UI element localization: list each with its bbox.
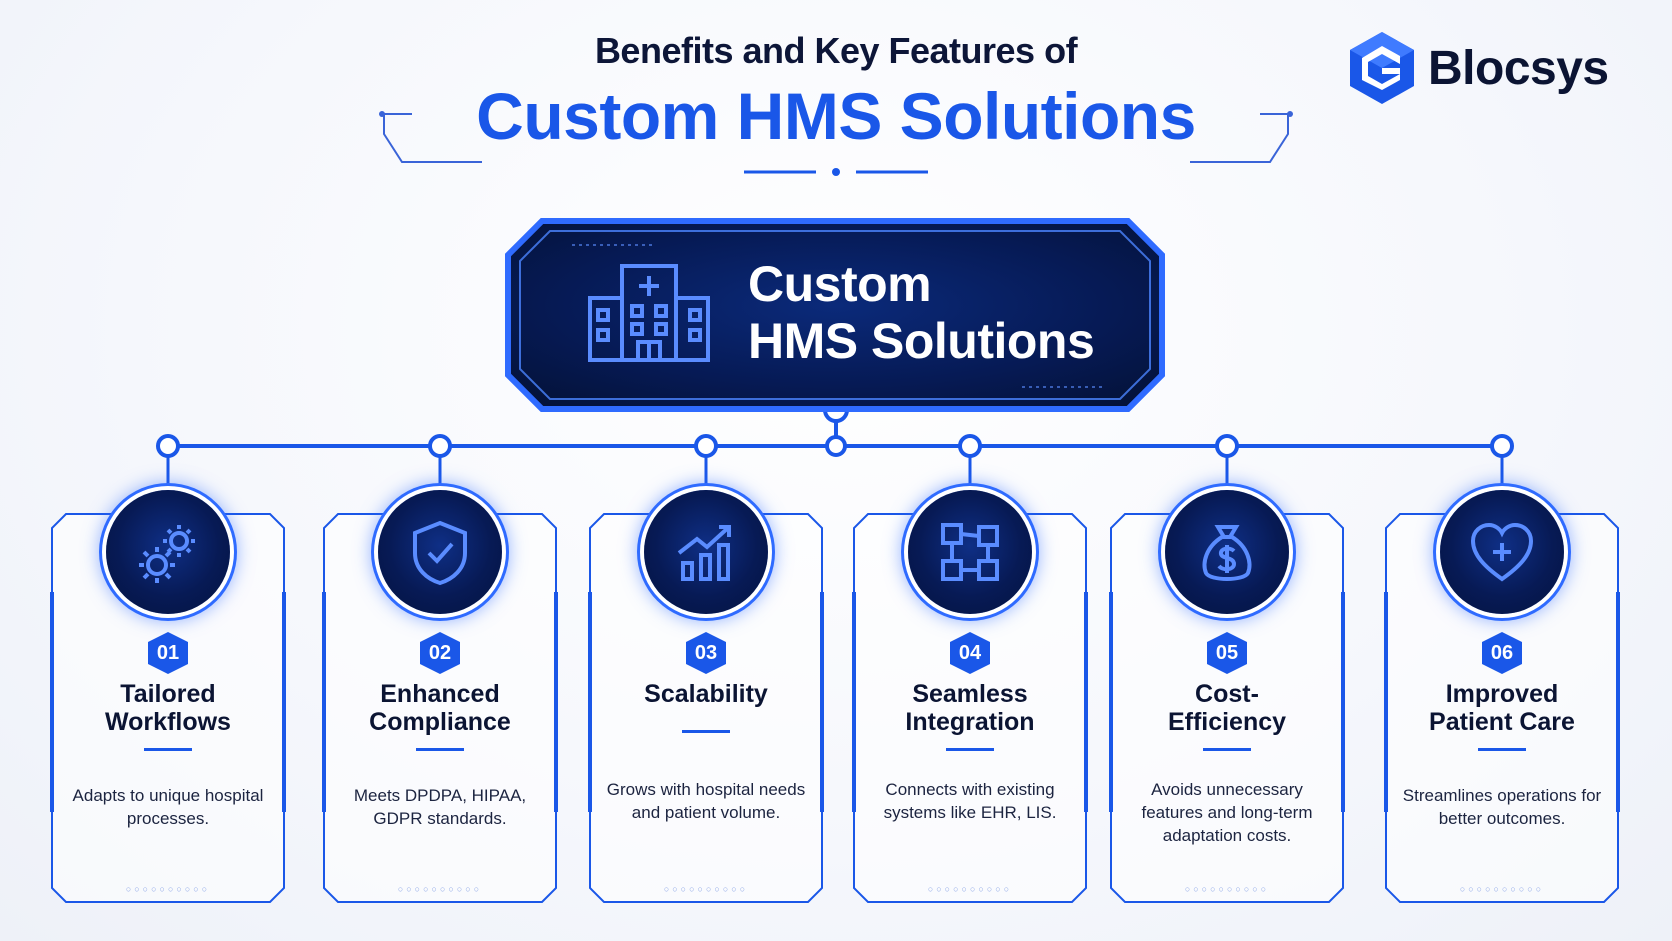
card-dots-decoration: ○○○○○○○○○○ [927,884,1013,894]
card-description: Adapts to unique hospital processes. [72,786,264,828]
page-subtitle: Benefits and Key Features of [594,30,1078,71]
card-icon-badge [378,490,502,614]
feature-card: 04 Seamless Integration Connects with ex… [852,490,1088,904]
card-title-line2: Integration [905,708,1035,736]
card-outline [1109,513,1345,903]
card-title-line1: Improved [1445,680,1559,708]
card-title: Tailored Workflows [56,680,280,736]
card-description: Streamlines operations for better outcom… [1402,786,1602,828]
card-number: 01 [156,641,180,664]
card-dots-decoration: ○○○○○○○○○○ [1459,884,1545,894]
card-icon-badge [106,490,230,614]
card-outline [1384,513,1620,903]
card-description: Connects with existing systems like EHR,… [883,780,1057,822]
card-icon-badge [1165,490,1289,614]
card-title-line1: Scalability [644,680,768,708]
card-title: Cost- Efficiency [1115,680,1339,736]
card-title-line2: Patient Care [1429,708,1575,736]
card-title-line1: Tailored [120,680,216,708]
card-outline [852,513,1088,903]
hub-title-line2: HMS Solutions [748,313,1095,369]
card-number-badge: 01 [146,630,190,676]
card-description: Grows with hospital needs and patient vo… [606,780,806,822]
feature-card: 05 Cost- Efficiency Avoids unnecessary f… [1109,490,1345,904]
feature-card: 06 Improved Patient Care Streamlines ope… [1384,490,1620,904]
card-divider [416,748,464,751]
hexagon-badge-icon [420,632,460,674]
card-number-badge: 06 [1480,630,1524,676]
card-title-line1: Seamless [912,680,1028,708]
hub-title: Custom HMS Solutions [748,256,1148,370]
card-dots-decoration: ○○○○○○○○○○ [397,884,483,894]
card-icon-badge [1440,490,1564,614]
feature-card: 03 Scalability Grows with hospital needs… [588,490,824,904]
card-number-badge: 03 [684,630,728,676]
card-outline [322,513,558,903]
brand-logo: Blocsys [1348,28,1648,108]
network-blocks-icon [941,523,999,581]
card-icon-badge [908,490,1032,614]
card-number-badge: 05 [1205,630,1249,676]
card-outline [50,513,286,903]
card-number-badge: 02 [418,630,462,676]
card-number: 03 [694,641,718,664]
card-divider [1203,748,1251,751]
gears-icon [139,525,195,583]
card-dots-decoration: ○○○○○○○○○○ [1184,884,1270,894]
money-bag-icon [1202,525,1252,581]
card-outline [588,513,824,903]
card-description: Meets DPDPA, HIPAA, GDPR standards. [353,786,527,828]
heart-plus-icon [1470,522,1534,582]
card-number: 05 [1215,641,1239,664]
card-title: Improved Patient Care [1390,680,1614,736]
feature-card: 02 Enhanced Compliance Meets DPDPA, HIPA… [322,490,558,904]
card-title-line2: Efficiency [1167,708,1287,736]
card-title-line2: Compliance [369,708,511,736]
blocsys-logo-icon [1350,32,1414,104]
card-title-line1: Enhanced [380,680,500,708]
card-divider [1478,748,1526,751]
card-number-badge: 04 [948,630,992,676]
hexagon-badge-icon [686,632,726,674]
card-dots-decoration: ○○○○○○○○○○ [125,884,211,894]
hexagon-badge-icon [148,632,188,674]
card-title: Scalability [594,680,818,708]
hexagon-badge-icon [1482,632,1522,674]
brand-name: Blocsys [1428,41,1609,95]
card-divider [144,748,192,751]
card-dots-decoration: ○○○○○○○○○○ [663,884,749,894]
growth-chart-icon [677,525,731,581]
card-title-line1: Cost- [1195,680,1259,708]
page-title: Custom HMS Solutions [476,79,1196,153]
hospital-icon [588,264,710,362]
card-divider [682,730,730,733]
hexagon-badge-icon [950,632,990,674]
card-number: 02 [428,641,452,664]
card-icon-badge [644,490,768,614]
card-number: 06 [1490,641,1514,664]
shield-check-icon [413,520,467,586]
hexagon-badge-icon [1207,632,1247,674]
card-description: Avoids unnecessary features and long-ter… [1141,780,1313,845]
hub-title-line1: Custom [748,256,932,312]
card-number: 04 [958,641,982,664]
card-title: Enhanced Compliance [328,680,552,736]
feature-card: 01 Tailored Workflows Adapts to unique h… [50,490,286,904]
card-title: Seamless Integration [858,680,1082,736]
card-title-line2: Workflows [105,708,231,736]
card-divider [946,748,994,751]
